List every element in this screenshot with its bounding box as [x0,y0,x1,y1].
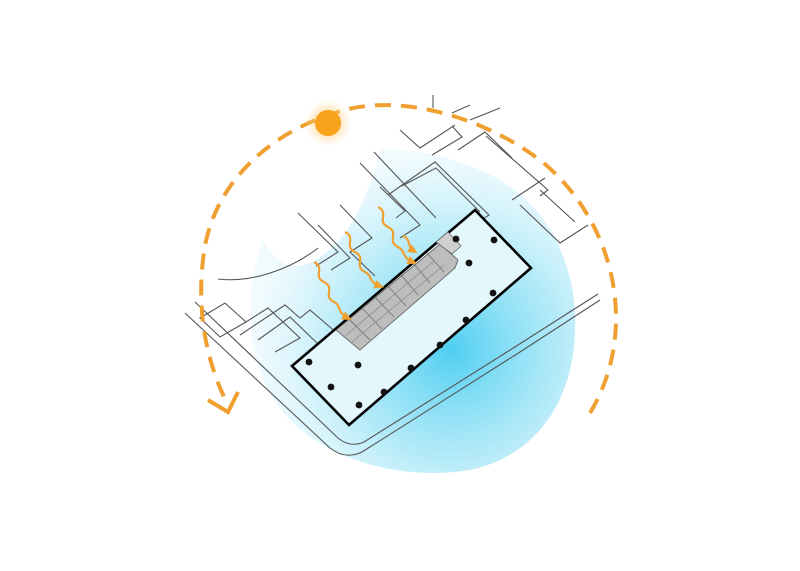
light-ray-3-icon [377,206,418,264]
light-ray-2-icon [344,231,385,289]
sun-path-arc [199,103,618,415]
sun-icon [304,99,352,147]
light-rays [313,206,418,320]
light-ray-1-icon [313,261,352,320]
sun-path-arrowhead-icon [206,391,240,415]
building-core [335,231,462,351]
structural-columns [305,235,498,409]
light-ray-4-icon [402,234,418,254]
site-context-lines [184,95,601,456]
